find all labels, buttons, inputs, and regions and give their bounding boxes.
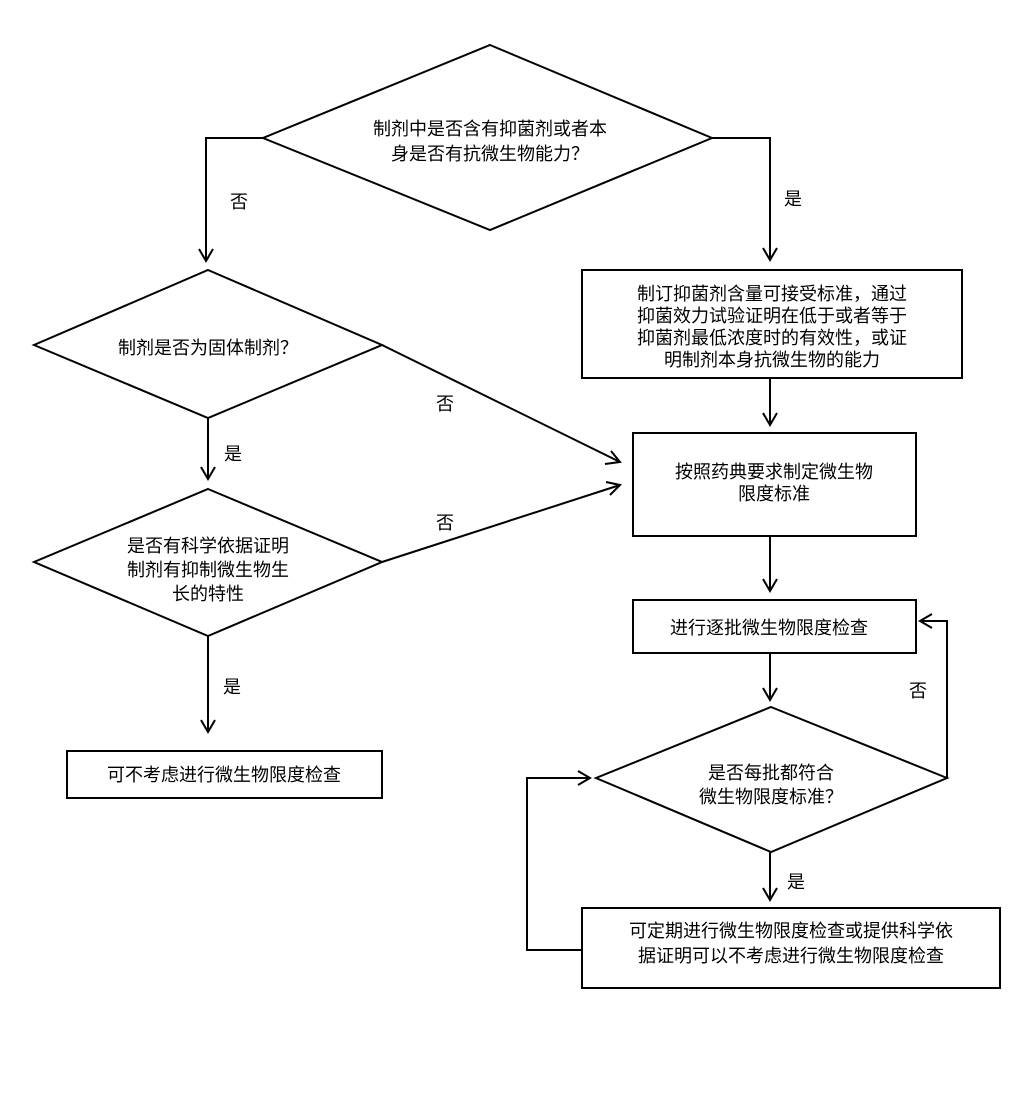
arrowhead-q3-yes — [200, 719, 216, 734]
decision-antimicrobial-line-2: 身是否有抗微生物能力？ — [391, 144, 589, 165]
arrowhead-q2-yes — [200, 466, 216, 481]
result-periodic-testing-line-1: 可定期进行微生物限度检查或提供科学依 — [629, 921, 953, 942]
process-batch-testing-text: 进行逐批微生物限度检查 — [670, 618, 868, 639]
result-periodic-testing-line-2: 据证明可以不考虑进行微生物限度检查 — [638, 946, 944, 967]
edge-q2-no — [381, 344, 621, 463]
process-pharmacopoeia-limits-line-2: 限度标准 — [738, 484, 810, 505]
process-batch-testing — [632, 599, 917, 654]
process-preservative-standard-line-1: 制订抑菌剂含量可接受标准，通过 — [637, 284, 907, 305]
arrowhead-q4-yes — [762, 887, 778, 902]
result-skip-testing-text: 可不考虑进行微生物限度检查 — [107, 765, 341, 786]
edge-label-q3-yes: 是 — [223, 677, 241, 698]
edge-q3-no — [381, 484, 621, 563]
arrowhead-pharmacopoeia-to-batch — [762, 578, 778, 593]
edge-label-q1-no: 否 — [230, 192, 248, 213]
edge-label-q4-no: 否 — [909, 681, 927, 702]
edge-q4-no — [920, 620, 948, 778]
process-pharmacopoeia-limits-line-1: 按照药典要求制定微生物 — [675, 462, 873, 483]
decision-scientific-evidence-line-1: 是否有科学依据证明 — [127, 536, 289, 557]
edge-q1-no — [205, 137, 263, 260]
arrowhead-standard-to-pharmacopoeia — [762, 412, 778, 427]
arrowhead-q1-no — [198, 248, 214, 263]
arrowhead-batch-to-decision — [762, 687, 778, 702]
edge-label-q4-yes: 是 — [787, 872, 805, 893]
result-periodic-testing — [581, 907, 1001, 989]
decision-solid-preparation-text: 制剂是否为固体制剂？ — [118, 338, 298, 359]
process-preservative-standard-line-2: 抑菌效力试验证明在低于或者等于 — [637, 306, 907, 327]
edge-label-q3-no: 否 — [436, 513, 454, 534]
decision-antimicrobial-line-1: 制剂中是否含有抑菌剂或者本 — [373, 119, 607, 140]
process-pharmacopoeia-limits — [632, 432, 917, 537]
edge-label-q1-yes: 是 — [784, 189, 802, 210]
edge-q1-yes — [712, 137, 771, 259]
decision-antimicrobial — [260, 43, 715, 232]
process-preservative-standard — [581, 269, 963, 379]
arrowhead-q4-no — [918, 613, 933, 629]
edge-periodic-to-decision — [526, 777, 589, 951]
decision-scientific-evidence-line-3: 长的特性 — [172, 584, 244, 605]
arrowhead-q3-no — [605, 481, 623, 496]
process-preservative-standard-line-4: 明制剂本身抗微生物的能力 — [664, 350, 880, 371]
decision-batch-compliant-line-1: 是否每批都符合 — [708, 763, 834, 784]
arrowhead-q1-yes — [762, 247, 778, 262]
decision-scientific-evidence-line-2: 制剂有抑制微生物生 — [127, 560, 289, 581]
process-preservative-standard-line-3: 抑菌剂最低浓度时的有效性，或证 — [637, 328, 907, 349]
arrowhead-q2-no — [604, 450, 622, 465]
result-skip-testing — [66, 750, 383, 799]
edge-label-q2-no: 否 — [436, 394, 454, 415]
decision-batch-compliant-line-2: 微生物限度标准？ — [699, 787, 843, 808]
arrowhead-periodic-to-decision — [577, 770, 592, 786]
edge-label-q2-yes: 是 — [224, 444, 242, 465]
